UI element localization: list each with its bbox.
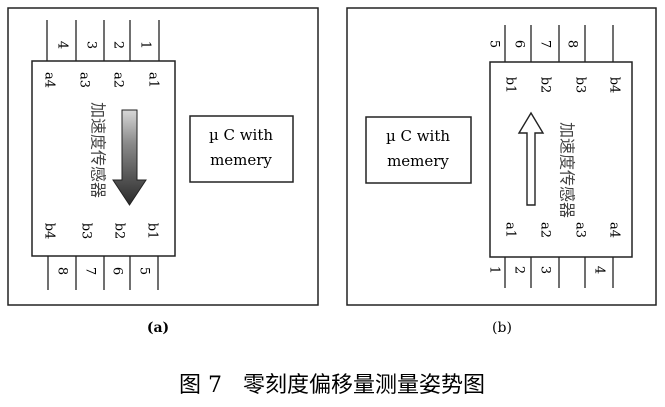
panel-b-bottom-pin-1: 1 [487,266,502,274]
panel-b-top-pin-5: 5 [487,40,502,48]
panel-b-label: (b) [492,320,512,336]
panel-a: 4 3 2 1 a4 a3 a2 a1 b4 b3 b2 b1 加速度传感器 [7,7,319,306]
panel-a-top-pin-3: 3 [84,41,99,49]
panel-b-bottom-connector [504,257,614,288]
panel-a-mcu-box [189,115,294,183]
panel-b: µ C with memery 5 6 7 8 b1 b2 b3 b4 a1 a… [346,7,657,306]
panel-a-pad-a4: a4 [42,72,57,88]
panel-a-mcu-line2: memery [210,151,272,169]
panel-b-pad-a2: a2 [538,222,553,238]
panel-b-mcu-line1: µ C with [386,127,450,145]
panel-a-mcu-line1: µ C with [209,126,273,144]
panel-b-arrow-up-icon [517,111,545,206]
panel-a-pad-b2: b2 [112,223,127,240]
panel-b-pad-a3: a3 [573,222,588,238]
panel-a-bottom-connector [47,256,159,290]
panel-a-bottom-pin-8: 8 [55,267,70,275]
panel-b-mcu-box [365,116,472,184]
panel-b-sensor-box [489,61,633,258]
panel-b-top-pin-8: 8 [565,40,580,48]
panel-a-arrow-down-icon [112,109,147,206]
panel-a-label: (a) [147,320,169,336]
panel-a-bottom-pin-6: 6 [110,267,125,275]
panel-b-pad-b3: b3 [573,77,588,94]
panel-b-top-pin-6: 6 [512,40,527,48]
panel-b-pad-a1: a1 [503,222,518,238]
panel-b-bottom-pin-3: 3 [538,266,553,274]
panel-a-top-pin-4: 4 [55,41,70,49]
panel-b-top-pin-7: 7 [538,40,553,48]
panel-a-pad-b4: b4 [42,223,57,240]
panel-a-pad-a1: a1 [146,72,161,88]
panel-a-pad-b3: b3 [79,223,94,240]
panel-b-pad-b1: b1 [503,77,518,94]
panel-a-bottom-pin-5: 5 [137,267,152,275]
panel-a-bottom-pin-7: 7 [83,267,98,275]
panel-b-bottom-pin-2: 2 [512,266,527,274]
panel-b-mcu-line2: memery [387,152,449,170]
panel-a-pad-b1: b1 [145,223,160,240]
panel-b-bottom-pin-4: 4 [592,266,607,274]
figure-caption: 图 7 零刻度偏移量测量姿势图 [179,373,485,398]
panel-b-sensor-label: 加速度传感器 [558,122,577,218]
panel-a-top-pin-2: 2 [111,41,126,49]
panel-a-pad-a2: a2 [111,72,126,88]
panel-b-pad-b4: b4 [607,77,622,94]
panel-a-frame [7,7,319,306]
panel-b-frame [346,7,657,306]
panel-a-pad-a3: a3 [77,72,92,88]
panel-a-sensor-label: 加速度传感器 [89,102,108,198]
panel-b-pad-b2: b2 [538,77,553,94]
panel-a-top-connector [46,20,160,61]
panel-b-top-connector [504,25,614,62]
panel-b-pad-a4: a4 [607,222,622,238]
panel-a-top-pin-1: 1 [138,41,153,49]
